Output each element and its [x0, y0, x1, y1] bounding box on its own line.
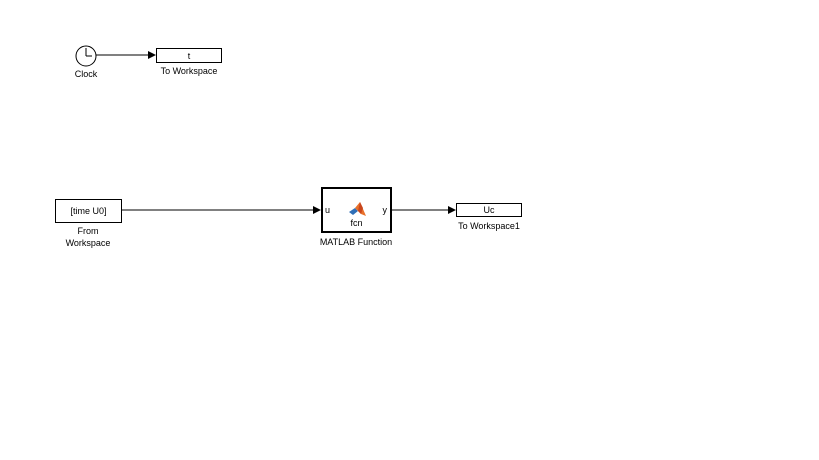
- to-workspace1-value: Uc: [483, 205, 495, 215]
- output-port-y: y: [382, 205, 388, 215]
- clock-icon[interactable]: [75, 45, 97, 67]
- from-workspace-value: [time U0]: [70, 206, 107, 216]
- to-workspace1-label: To Workspace1: [458, 221, 520, 231]
- signal-clock-to-workspace[interactable]: [96, 51, 156, 59]
- from-workspace-block[interactable]: [time U0]: [55, 199, 122, 223]
- matlab-function-block[interactable]: u y fcn: [321, 187, 392, 233]
- matlab-function-label: MATLAB Function: [319, 237, 393, 247]
- input-port-u: u: [325, 205, 331, 215]
- function-body-label: fcn: [350, 218, 363, 228]
- to-workspace-value: t: [187, 50, 191, 61]
- matlab-logo-icon: [349, 202, 366, 216]
- from-workspace-label-line2: Workspace: [65, 238, 111, 248]
- signal-from-workspace-to-function[interactable]: [121, 206, 321, 214]
- from-workspace-label: From Workspace: [48, 225, 128, 249]
- clock-label: Clock: [74, 69, 98, 79]
- to-workspace-label: To Workspace: [160, 66, 218, 76]
- from-workspace-label-line1: From: [77, 226, 99, 236]
- to-workspace1-block[interactable]: Uc: [456, 203, 522, 217]
- to-workspace-block[interactable]: t: [156, 48, 222, 63]
- signal-function-to-workspace1[interactable]: [391, 206, 456, 214]
